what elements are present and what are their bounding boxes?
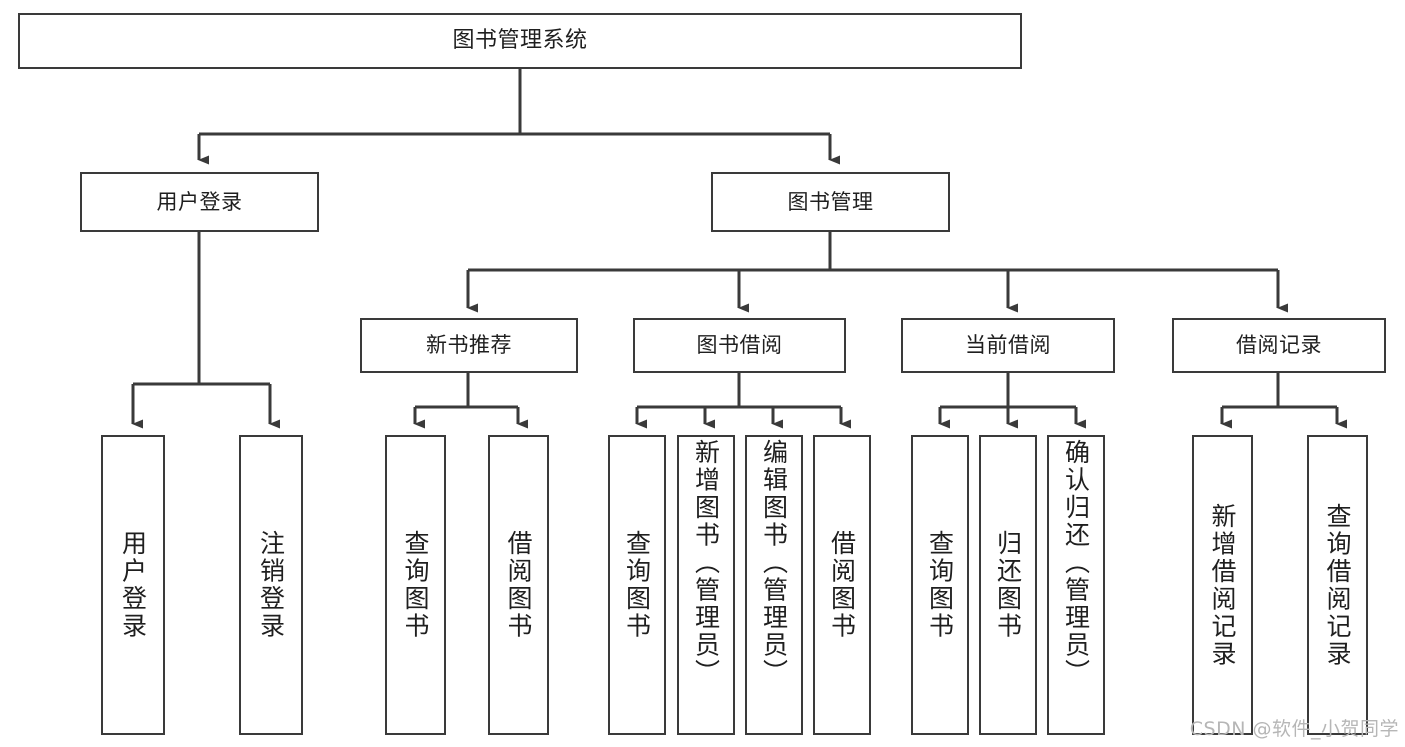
node-leaf-confirm-return[interactable]: 确认归还（管理员） [1047, 435, 1105, 735]
node-leaf-borrow-book-2-label: 借阅图书 [827, 530, 857, 640]
node-leaf-logout-login-label: 注销登录 [256, 530, 286, 640]
node-new-book-recommend-label: 新书推荐 [426, 333, 512, 358]
node-leaf-query-book-1-label: 查询图书 [401, 530, 430, 640]
node-leaf-edit-book-label: 编辑图书（管理员） [759, 439, 789, 687]
node-leaf-query-record[interactable]: 查询借阅记录 [1307, 435, 1368, 735]
node-leaf-borrow-book-2[interactable]: 借阅图书 [813, 435, 871, 735]
node-book-borrow-label: 图书借阅 [696, 333, 783, 358]
node-book-borrow[interactable]: 图书借阅 [633, 318, 846, 373]
node-leaf-query-book-3-label: 查询图书 [925, 530, 955, 640]
node-root-book-management-system[interactable]: 图书管理系统 [18, 13, 1022, 69]
node-book-manage-label: 图书管理 [787, 189, 874, 214]
node-borrow-record[interactable]: 借阅记录 [1172, 318, 1386, 373]
node-leaf-query-book-2[interactable]: 查询图书 [608, 435, 666, 735]
node-leaf-add-book-label: 新增图书（管理员） [691, 439, 721, 687]
csdn-watermark: CSDN @软件_小贺同学 [1189, 718, 1399, 740]
node-leaf-confirm-return-label: 确认归还（管理员） [1061, 439, 1091, 687]
node-leaf-borrow-book-1-label: 借阅图书 [504, 530, 533, 640]
node-leaf-query-book-1[interactable]: 查询图书 [385, 435, 446, 735]
node-leaf-add-record-label: 新增借阅记录 [1208, 502, 1237, 668]
node-book-manage[interactable]: 图书管理 [711, 172, 950, 232]
node-leaf-return-book-label: 归还图书 [993, 530, 1023, 640]
node-leaf-add-record[interactable]: 新增借阅记录 [1192, 435, 1253, 735]
node-leaf-query-book-3[interactable]: 查询图书 [911, 435, 969, 735]
node-user-login[interactable]: 用户登录 [80, 172, 319, 232]
node-leaf-user-login-label: 用户登录 [118, 530, 148, 640]
node-borrow-record-label: 借阅记录 [1236, 333, 1322, 358]
node-current-borrow[interactable]: 当前借阅 [901, 318, 1115, 373]
node-new-book-recommend[interactable]: 新书推荐 [360, 318, 578, 373]
node-root-label: 图书管理系统 [452, 28, 588, 54]
node-leaf-add-book[interactable]: 新增图书（管理员） [677, 435, 735, 735]
node-current-borrow-label: 当前借阅 [965, 333, 1051, 358]
node-leaf-logout-login[interactable]: 注销登录 [239, 435, 303, 735]
node-leaf-query-record-label: 查询借阅记录 [1323, 502, 1352, 668]
node-leaf-query-book-2-label: 查询图书 [622, 530, 652, 640]
node-user-login-label: 用户登录 [156, 189, 243, 214]
node-leaf-borrow-book-1[interactable]: 借阅图书 [488, 435, 549, 735]
node-leaf-return-book[interactable]: 归还图书 [979, 435, 1037, 735]
node-leaf-edit-book[interactable]: 编辑图书（管理员） [745, 435, 803, 735]
node-leaf-user-login[interactable]: 用户登录 [101, 435, 165, 735]
